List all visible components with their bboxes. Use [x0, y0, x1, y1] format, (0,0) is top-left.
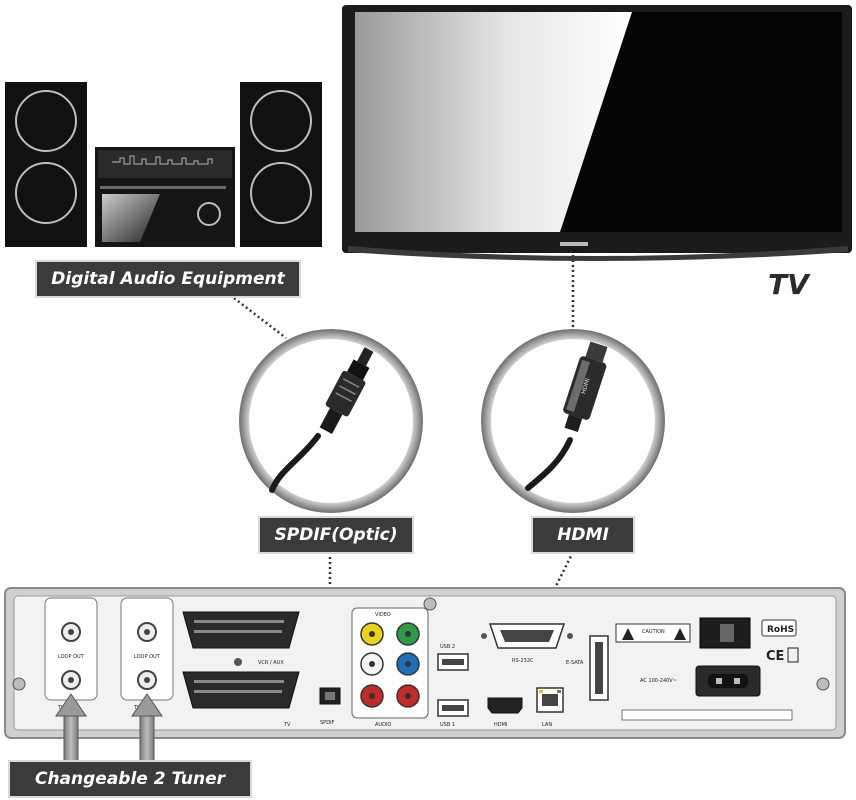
right-speaker — [240, 82, 322, 247]
changeable-tuner-label: Changeable 2 Tuner — [8, 760, 252, 798]
receiver-rear-panel: LOOP OUT TUNER A LOOP OUT TUNER B VCR / … — [4, 587, 846, 739]
rs232-port: RS-232C — [481, 623, 573, 664]
audio-label: AUDIO — [375, 722, 391, 728]
tv-label: TV — [768, 268, 809, 301]
video-label: VIDEO — [375, 612, 391, 618]
usb-ports: USB 2 USB 1 — [437, 644, 469, 728]
tuner-a-loopout-label: LOOP OUT — [58, 654, 85, 660]
digital-audio-equipment-label: Digital Audio Equipment — [35, 260, 301, 298]
tv-set — [342, 5, 852, 261]
rca-ports: VIDEO AUDIO — [351, 607, 429, 728]
amplifier — [95, 147, 235, 247]
tuner-b-module: LOOP OUT TUNER B — [120, 597, 174, 711]
hdmi-port-label: HDMI — [494, 722, 507, 728]
left-speaker — [5, 82, 87, 247]
caution-text: CAUTION — [642, 629, 665, 635]
power-switch — [699, 617, 751, 649]
hdmi-label: HDMI — [531, 516, 635, 554]
lan-port: LAN — [536, 687, 564, 728]
lan-label: LAN — [542, 722, 552, 728]
spdif-port-label: SPDIF — [320, 720, 335, 726]
ce-mark: CE — [766, 649, 784, 664]
esata-port: E-SATA — [566, 635, 609, 701]
optical-plug-icon — [319, 347, 374, 434]
usb2-label: USB 2 — [440, 644, 455, 650]
audio-to-spdif-line — [229, 294, 287, 339]
svg-text:HDMI: HDMI — [580, 377, 592, 395]
ac-inlet: AC 100-240V~ — [621, 665, 793, 721]
usb1-label: USB 1 — [440, 722, 455, 728]
rs232-label: RS-232C — [512, 658, 534, 664]
tv-scart-label: TV — [283, 722, 291, 728]
tuner-a-module: LOOP OUT TUNER A — [44, 597, 98, 711]
caution-label: CAUTION — [615, 623, 691, 643]
rohs-mark: RoHS — [767, 625, 794, 635]
hdmi-port: HDMI — [487, 697, 523, 728]
esata-label: E-SATA — [566, 660, 584, 666]
tuner-b-loopout-label: LOOP OUT — [134, 654, 161, 660]
spdif-port: SPDIF — [319, 687, 341, 726]
hdmi-plug-icon: HDMI — [563, 341, 608, 433]
compliance-marks: RoHS CE — [761, 619, 799, 664]
spdif-connector-circle — [239, 329, 423, 513]
scart-ports: VCR / AUX TV — [182, 611, 300, 728]
ac-label: AC 100-240V~ — [640, 678, 677, 684]
digital-audio-equipment — [5, 82, 322, 247]
spdif-optic-label: SPDIF(Optic) — [258, 516, 414, 554]
tuner-arrows — [55, 693, 163, 771]
hdmi-connector-circle: HDMI — [481, 329, 665, 513]
vcr-aux-label: VCR / AUX — [258, 660, 284, 666]
